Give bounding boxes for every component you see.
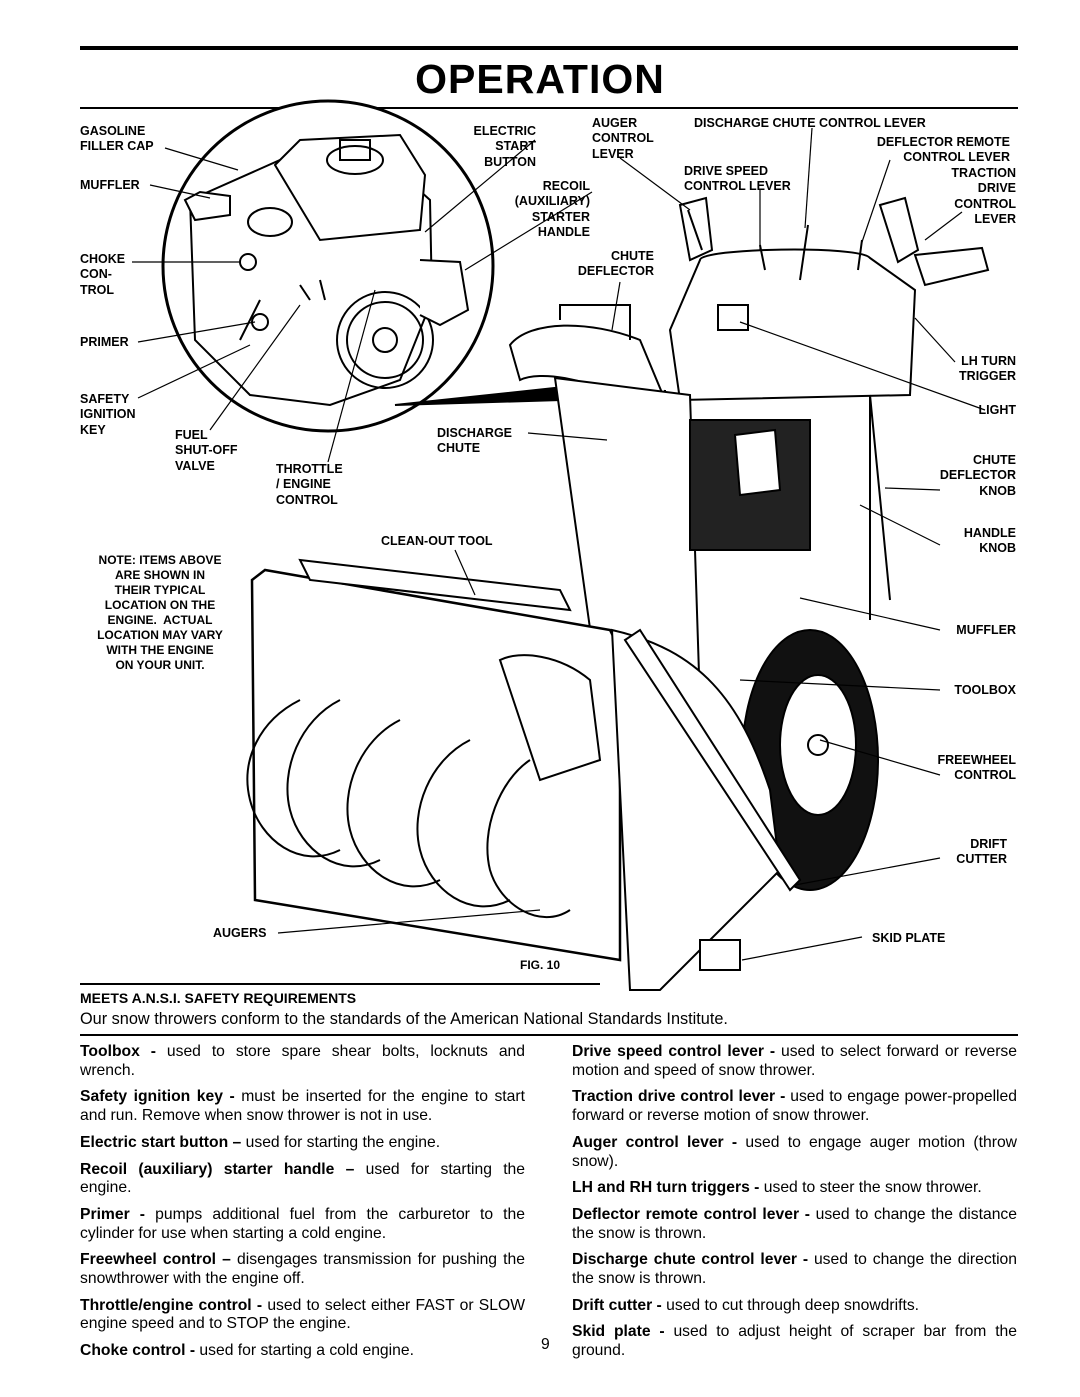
label-toolbox: TOOLBOX: [954, 683, 1016, 697]
definition-choke-control: Choke control - used for starting a cold…: [80, 1342, 414, 1360]
figure-note: NOTE: ITEMS ABOVE ARE SHOWN IN THEIR TYP…: [97, 553, 223, 672]
label-handle-knob: HANDLE KNOB: [963, 526, 1016, 556]
label-drive-speed-control-lever: DRIVE SPEED CONTROL LEVER: [684, 164, 791, 194]
label-augers: AUGERS: [213, 926, 267, 940]
figure-caption: FIG. 10: [520, 958, 561, 972]
label-choke-control: CHOKE CON- TROL: [80, 252, 126, 297]
label-muffler-right: MUFFLER: [956, 623, 1016, 637]
label-safety-ignition-key: SAFETY IGNITION KEY: [80, 392, 136, 437]
snow-thrower-illustration: [132, 99, 990, 991]
title-rule: [80, 107, 1018, 109]
page-number: 9: [541, 1336, 550, 1353]
figure-rule: [80, 983, 600, 985]
definition-auger-control-lever: Auger control lever - used to engage aug…: [572, 1133, 1017, 1170]
label-primer: PRIMER: [80, 335, 129, 349]
label-auger-control-lever: AUGER CONTROL LEVER: [592, 116, 654, 161]
label-traction-drive-control-lever: TRACTION DRIVE CONTROL LEVER: [951, 166, 1016, 226]
definition-freewheel-control: Freewheel control – disengages transmiss…: [80, 1251, 525, 1288]
label-throttle-engine-control: THROTTLE / ENGINE CONTROL: [276, 462, 343, 507]
section-heading: MEETS A.N.S.I. SAFETY REQUIREMENTS: [80, 990, 357, 1006]
definition-safety-ignition-key: Safety ignition key - must be inserted f…: [80, 1088, 525, 1125]
label-recoil-starter-handle: RECOIL (AUXILIARY) STARTER HANDLE: [514, 179, 590, 239]
label-electric-start-button: ELECTRIC START BUTTON: [473, 124, 537, 169]
page-title: OPERATION: [415, 56, 665, 102]
label-discharge-chute: DISCHARGE CHUTE: [437, 426, 513, 456]
definition-primer: Primer - pumps additional fuel from the …: [80, 1205, 525, 1242]
definition-toolbox: Toolbox - used to store spare shear bolt…: [80, 1043, 525, 1079]
section-body: Our snow throwers conform to the standar…: [80, 1010, 728, 1028]
label-drift-cutter: DRIFT CUTTER: [956, 837, 1007, 867]
label-deflector-remote-control-lever: DEFLECTOR REMOTE CONTROL LEVER: [876, 135, 1010, 165]
label-chute-deflector-knob: CHUTE DEFLECTOR KNOB: [939, 453, 1016, 498]
definition-throttle-engine-control: Throttle/engine control - used to select…: [80, 1296, 526, 1333]
definition-drift-cutter: Drift cutter - used to cut through deep …: [572, 1296, 920, 1314]
top-rule: [80, 46, 1018, 50]
label-light: LIGHT: [978, 403, 1017, 417]
definition-drive-speed-control-lever: Drive speed control lever - used to sele…: [572, 1043, 1017, 1079]
label-muffler-engine: MUFFLER: [80, 178, 140, 192]
definitions-left-column: Toolbox - used to store spare shear bolt…: [80, 1043, 525, 1369]
definition-recoil-starter-handle: Recoil (auxiliary) starter handle – used…: [80, 1160, 525, 1197]
label-discharge-chute-control-lever: DISCHARGE CHUTE CONTROL LEVER: [694, 116, 926, 130]
definition-turn-triggers: LH and RH turn triggers - used to steer …: [572, 1179, 982, 1197]
label-gasoline-filler-cap: GASOLINE FILLER CAP: [80, 124, 154, 154]
label-chute-deflector: CHUTE DEFLECTOR: [577, 249, 654, 279]
label-skid-plate: SKID PLATE: [872, 931, 946, 945]
definition-deflector-remote-control-lever: Deflector remote control lever - used to…: [572, 1205, 1017, 1242]
definition-traction-drive-control-lever: Traction drive control lever - used to e…: [572, 1088, 1017, 1125]
section-rule: [80, 1034, 1018, 1036]
label-fuel-shutoff-valve: FUEL SHUT-OFF VALVE: [175, 428, 238, 473]
definition-skid-plate: Skid plate - used to adjust height of sc…: [572, 1323, 1018, 1360]
definition-discharge-chute-control-lever: Discharge chute control lever - used to …: [572, 1251, 1018, 1288]
label-clean-out-tool: CLEAN-OUT TOOL: [381, 534, 493, 548]
label-lh-turn-trigger: LH TURN TRIGGER: [959, 354, 1016, 384]
definition-electric-start-button: Electric start button – used for startin…: [80, 1133, 441, 1151]
definitions-right-column: Drive speed control lever - used to sele…: [572, 1043, 1017, 1369]
label-freewheel-control: FREEWHEEL CONTROL: [937, 753, 1016, 783]
